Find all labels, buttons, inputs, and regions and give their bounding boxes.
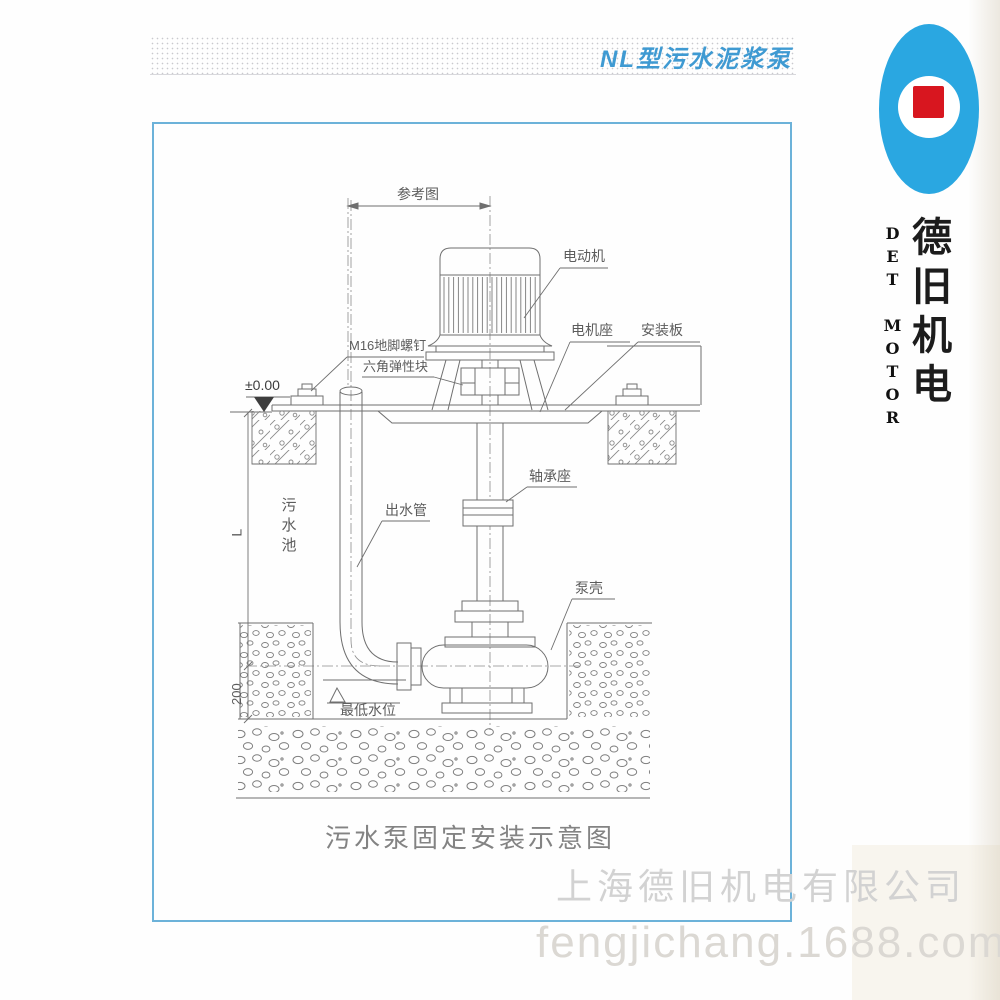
drive-shaft [462, 423, 514, 601]
sump-pit [236, 622, 652, 799]
label-dim-L: L [228, 528, 245, 537]
pump-casing-outline [421, 600, 549, 714]
label-reference: 参考图 [397, 186, 439, 202]
label-anchor-bolt: M16地脚螺钉 [349, 338, 427, 353]
motor-stand [431, 359, 549, 411]
label-min-water-level: 最低水位 [340, 702, 396, 718]
header-dot-band [150, 36, 796, 75]
label-elevation: ±0.00 [245, 377, 280, 393]
pump-assembly [230, 247, 702, 799]
page-title: NL型污水泥浆泵 [600, 46, 792, 73]
anchor-bolt-left [290, 383, 324, 406]
elastic-coupling [460, 367, 520, 396]
det-motor-logo-icon [879, 24, 979, 194]
label-bearing-seat: 轴承座 [529, 468, 571, 484]
label-mount-plate: 安装板 [641, 322, 683, 338]
anchor-bolt-right [615, 383, 649, 406]
motor-outline [425, 247, 555, 361]
diagram-frame [152, 122, 792, 922]
label-outlet-pipe: 出水管 [385, 502, 427, 518]
brand-name-english: DET MOTOR [883, 224, 902, 431]
ref-dimension [346, 202, 492, 210]
leader-lines [310, 267, 700, 651]
label-hex-block: 六角弹性块 [363, 359, 429, 374]
label-motor: 电动机 [563, 248, 605, 264]
centerlines [246, 196, 580, 730]
concrete-footing-right [607, 411, 677, 465]
brand-name-chinese: 德旧机电 [905, 216, 952, 412]
bearing-seat-block [462, 499, 514, 527]
label-sewage-pool: 污水池 [279, 497, 297, 557]
label-pump-casing: 泵壳 [575, 580, 603, 596]
page-edge-shadow [968, 0, 1000, 1000]
watermark-site: fengjichang.1688.com [536, 918, 1000, 967]
label-motor-seat: 电机座 [571, 322, 613, 338]
depth-dimension [243, 408, 253, 724]
diagram-caption: 污水泵固定安装示意图 [324, 823, 615, 853]
paper-tint [852, 845, 1000, 1000]
label-dim-200: 200 [228, 683, 244, 706]
outlet-pipe [339, 386, 422, 691]
concrete-footing-left [251, 411, 317, 465]
water-level-mark [323, 679, 406, 704]
watermark-company: 上海德旧机电有限公司 [556, 866, 967, 907]
elevation-marker [246, 396, 290, 412]
